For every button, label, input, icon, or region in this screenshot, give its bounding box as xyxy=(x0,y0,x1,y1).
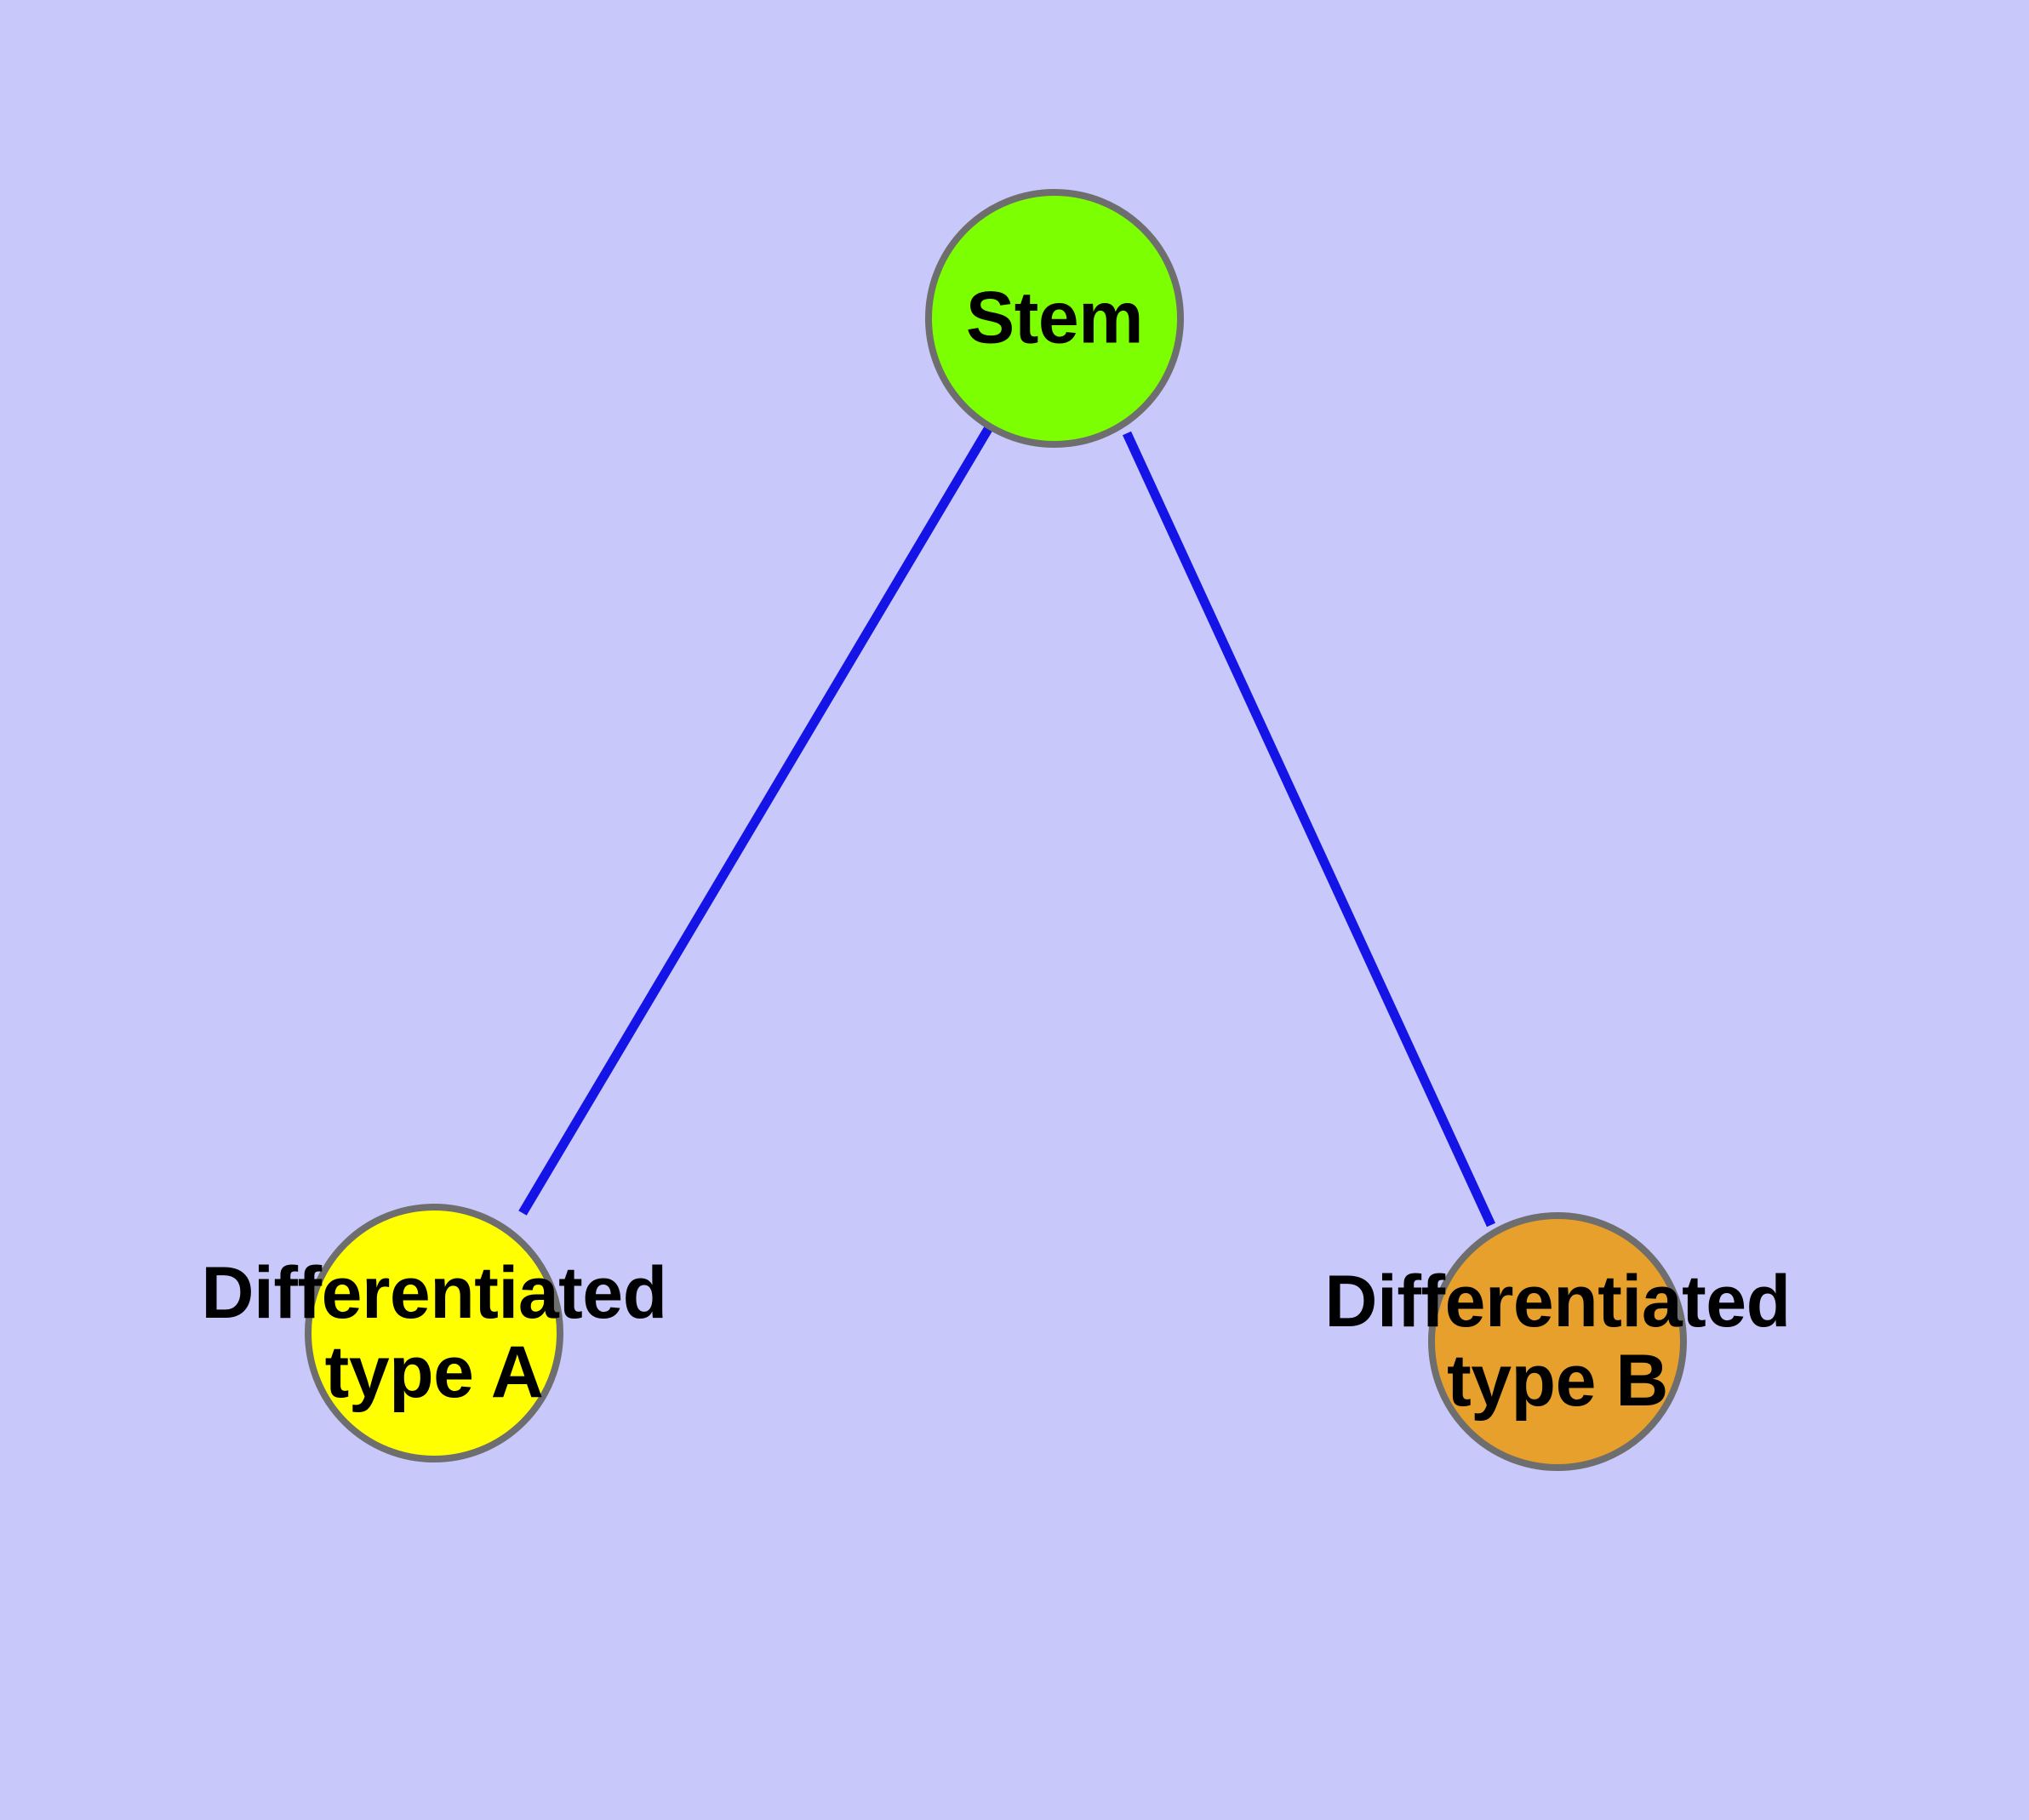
node-differentiated-type-b-label: Differentiated type B xyxy=(1324,1261,1791,1422)
edge-stem-to-differentiated-type-b xyxy=(1123,431,1495,1228)
node-differentiated-type-a-label: Differentiated type A xyxy=(201,1252,667,1413)
node-stem[interactable]: Stem xyxy=(925,189,1184,448)
edge-stem-to-differentiated-type-a xyxy=(518,426,992,1216)
node-differentiated-type-a[interactable]: Differentiated type A xyxy=(201,1204,667,1462)
node-differentiated-type-b[interactable]: Differentiated type B xyxy=(1324,1212,1791,1471)
node-stem-label: Stem xyxy=(965,277,1144,359)
